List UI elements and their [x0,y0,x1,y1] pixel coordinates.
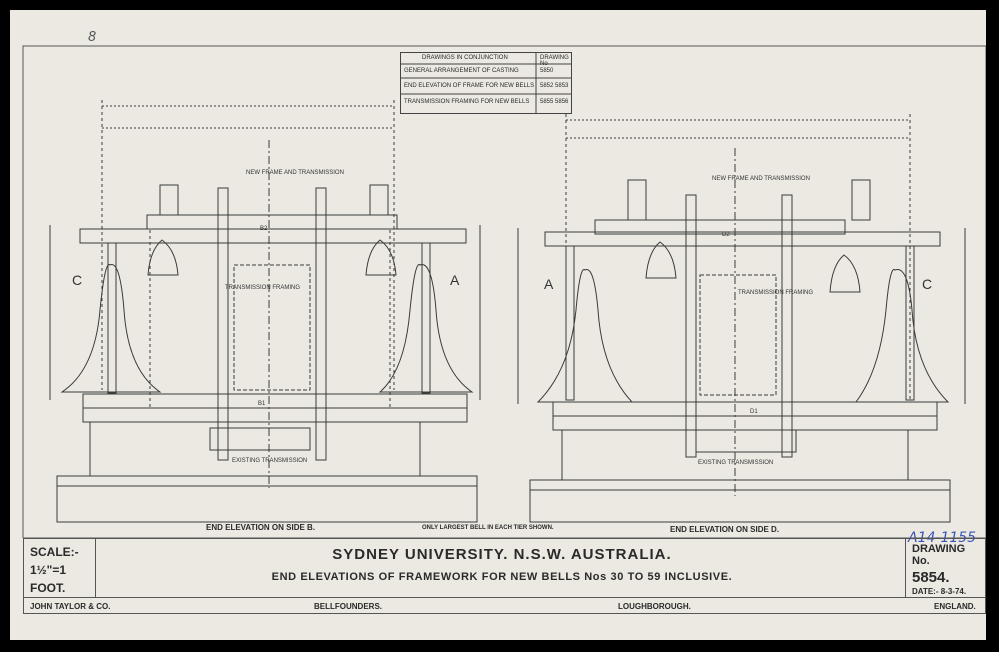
right-elevation-frame [517,114,966,523]
scale-label: SCALE:- [30,545,79,559]
right-elevation-caption: END ELEVATION ON SIDE D. [670,525,780,534]
drawing-number: 5854. [912,569,950,586]
corner-mark: 8 [88,30,97,45]
drawing-note: B2 [260,226,268,232]
reference-header-left: DRAWINGS IN CONJUNCTION [422,55,508,61]
reference-table-grid [400,52,572,114]
reference-row-label: END ELEVATION OF FRAME FOR NEW BELLS [404,83,535,89]
left-elevation-frame [49,100,481,523]
side-label: C [922,276,933,292]
title-area: SYDNEY UNIVERSITY. N.S.W. AUSTRALIA. END… [96,539,908,597]
title-block: SCALE:- 1½"=1 FOOT. SYDNEY UNIVERSITY. N… [23,538,986,614]
reference-header-right: DRAWING No [540,55,569,67]
drawing-note: B1 [258,401,266,407]
elevation-drawing [22,45,986,538]
middle-caption: ONLY LARGEST BELL IN EACH TIER SHOWN. [422,525,554,531]
drawing-date: DATE:- 8-3-74. [912,587,967,596]
side-label: A [450,272,460,288]
left-elevation-caption: END ELEVATION ON SIDE B. [206,523,316,532]
drawing-note: D1 [750,409,758,415]
reference-row-number: 5855 5856 [540,99,569,105]
reference-row-number: 5850 [540,68,554,74]
drawing-note: D2 [722,232,730,238]
reference-row-number: 5852 5853 [540,83,569,89]
reference-row-label: TRANSMISSION FRAMING FOR NEW BELLS [404,99,530,105]
drawing-note: EXISTING TRANSMISSION [698,460,774,466]
maker-country: ENGLAND. [934,602,976,611]
drawing-note: EXISTING TRANSMISSION [232,458,308,464]
maker-row: JOHN TAYLOR & CO. BELLFOUNDERS. LOUGHBOR… [24,597,985,616]
scale-value: 1½"=1 FOOT. [30,563,67,595]
reference-row-label: GENERAL ARRANGEMENT OF CASTING [404,68,519,74]
drawing-note: NEW FRAME AND TRANSMISSION [246,170,344,176]
drawing-number-label: DRAWING No. [912,543,966,567]
maker-trade: BELLFOUNDERS. [314,602,382,611]
drawing-note: TRANSMISSION FRAMING [225,285,301,291]
side-label: C [72,272,83,288]
side-label: A [544,276,554,292]
drawing-number-box: DRAWING No. 5854. DATE:- 8-3-74. [905,539,985,597]
maker-name: JOHN TAYLOR & CO. [30,602,111,611]
drawing-note: TRANSMISSION FRAMING [738,290,814,296]
drawing-title: SYDNEY UNIVERSITY. N.S.W. AUSTRALIA. [332,546,672,563]
scale-box: SCALE:- 1½"=1 FOOT. [24,539,96,597]
drawing-sheet: 8 DRAWINGS IN CONJUNCTION DRAWING No GEN… [10,10,986,640]
drawing-subtitle: END ELEVATIONS OF FRAMEWORK FOR NEW BELL… [271,571,733,583]
drawing-note: NEW FRAME AND TRANSMISSION [712,176,810,182]
reference-table: DRAWINGS IN CONJUNCTION DRAWING No GENER… [400,52,572,114]
maker-town: LOUGHBOROUGH. [618,602,691,611]
